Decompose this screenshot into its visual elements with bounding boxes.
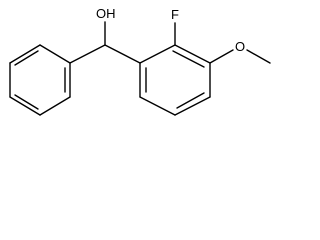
phenyl-ring bbox=[9, 44, 71, 116]
aryl-double-2 bbox=[172, 50, 205, 68]
aryl-bond-2 bbox=[174, 44, 211, 64]
methoxy-oxygen-label: O bbox=[235, 39, 245, 54]
phenyl-double-1 bbox=[14, 50, 39, 66]
bond-o-to-methyl bbox=[246, 49, 271, 64]
phenyl-bond-2 bbox=[9, 44, 41, 64]
atom-labels: OH F O bbox=[96, 6, 245, 54]
aryl-bond-1 bbox=[139, 44, 176, 64]
carbinol-bonds bbox=[69, 21, 141, 64]
aryl-ring bbox=[139, 44, 211, 116]
aryl-bond-4 bbox=[174, 96, 211, 116]
structure-canvas: OH F O bbox=[0, 0, 285, 133]
bond-phenyl-to-carbinol bbox=[69, 44, 106, 64]
phenyl-bond-1 bbox=[39, 44, 71, 64]
hydroxyl-label: OH bbox=[96, 6, 116, 21]
phenyl-double-2 bbox=[14, 94, 39, 110]
phenyl-bond-4 bbox=[9, 96, 41, 116]
phenyl-bond-5 bbox=[39, 96, 71, 116]
bond-aryl-to-methoxy-o bbox=[209, 49, 234, 64]
aryl-double-3 bbox=[176, 92, 205, 109]
substituent-bonds bbox=[174, 22, 271, 64]
aryl-bond-5 bbox=[139, 96, 176, 116]
molecule-drawing: OH F O bbox=[9, 6, 271, 116]
bond-carbinol-to-aryl bbox=[104, 44, 141, 64]
fluorine-label: F bbox=[171, 7, 179, 22]
